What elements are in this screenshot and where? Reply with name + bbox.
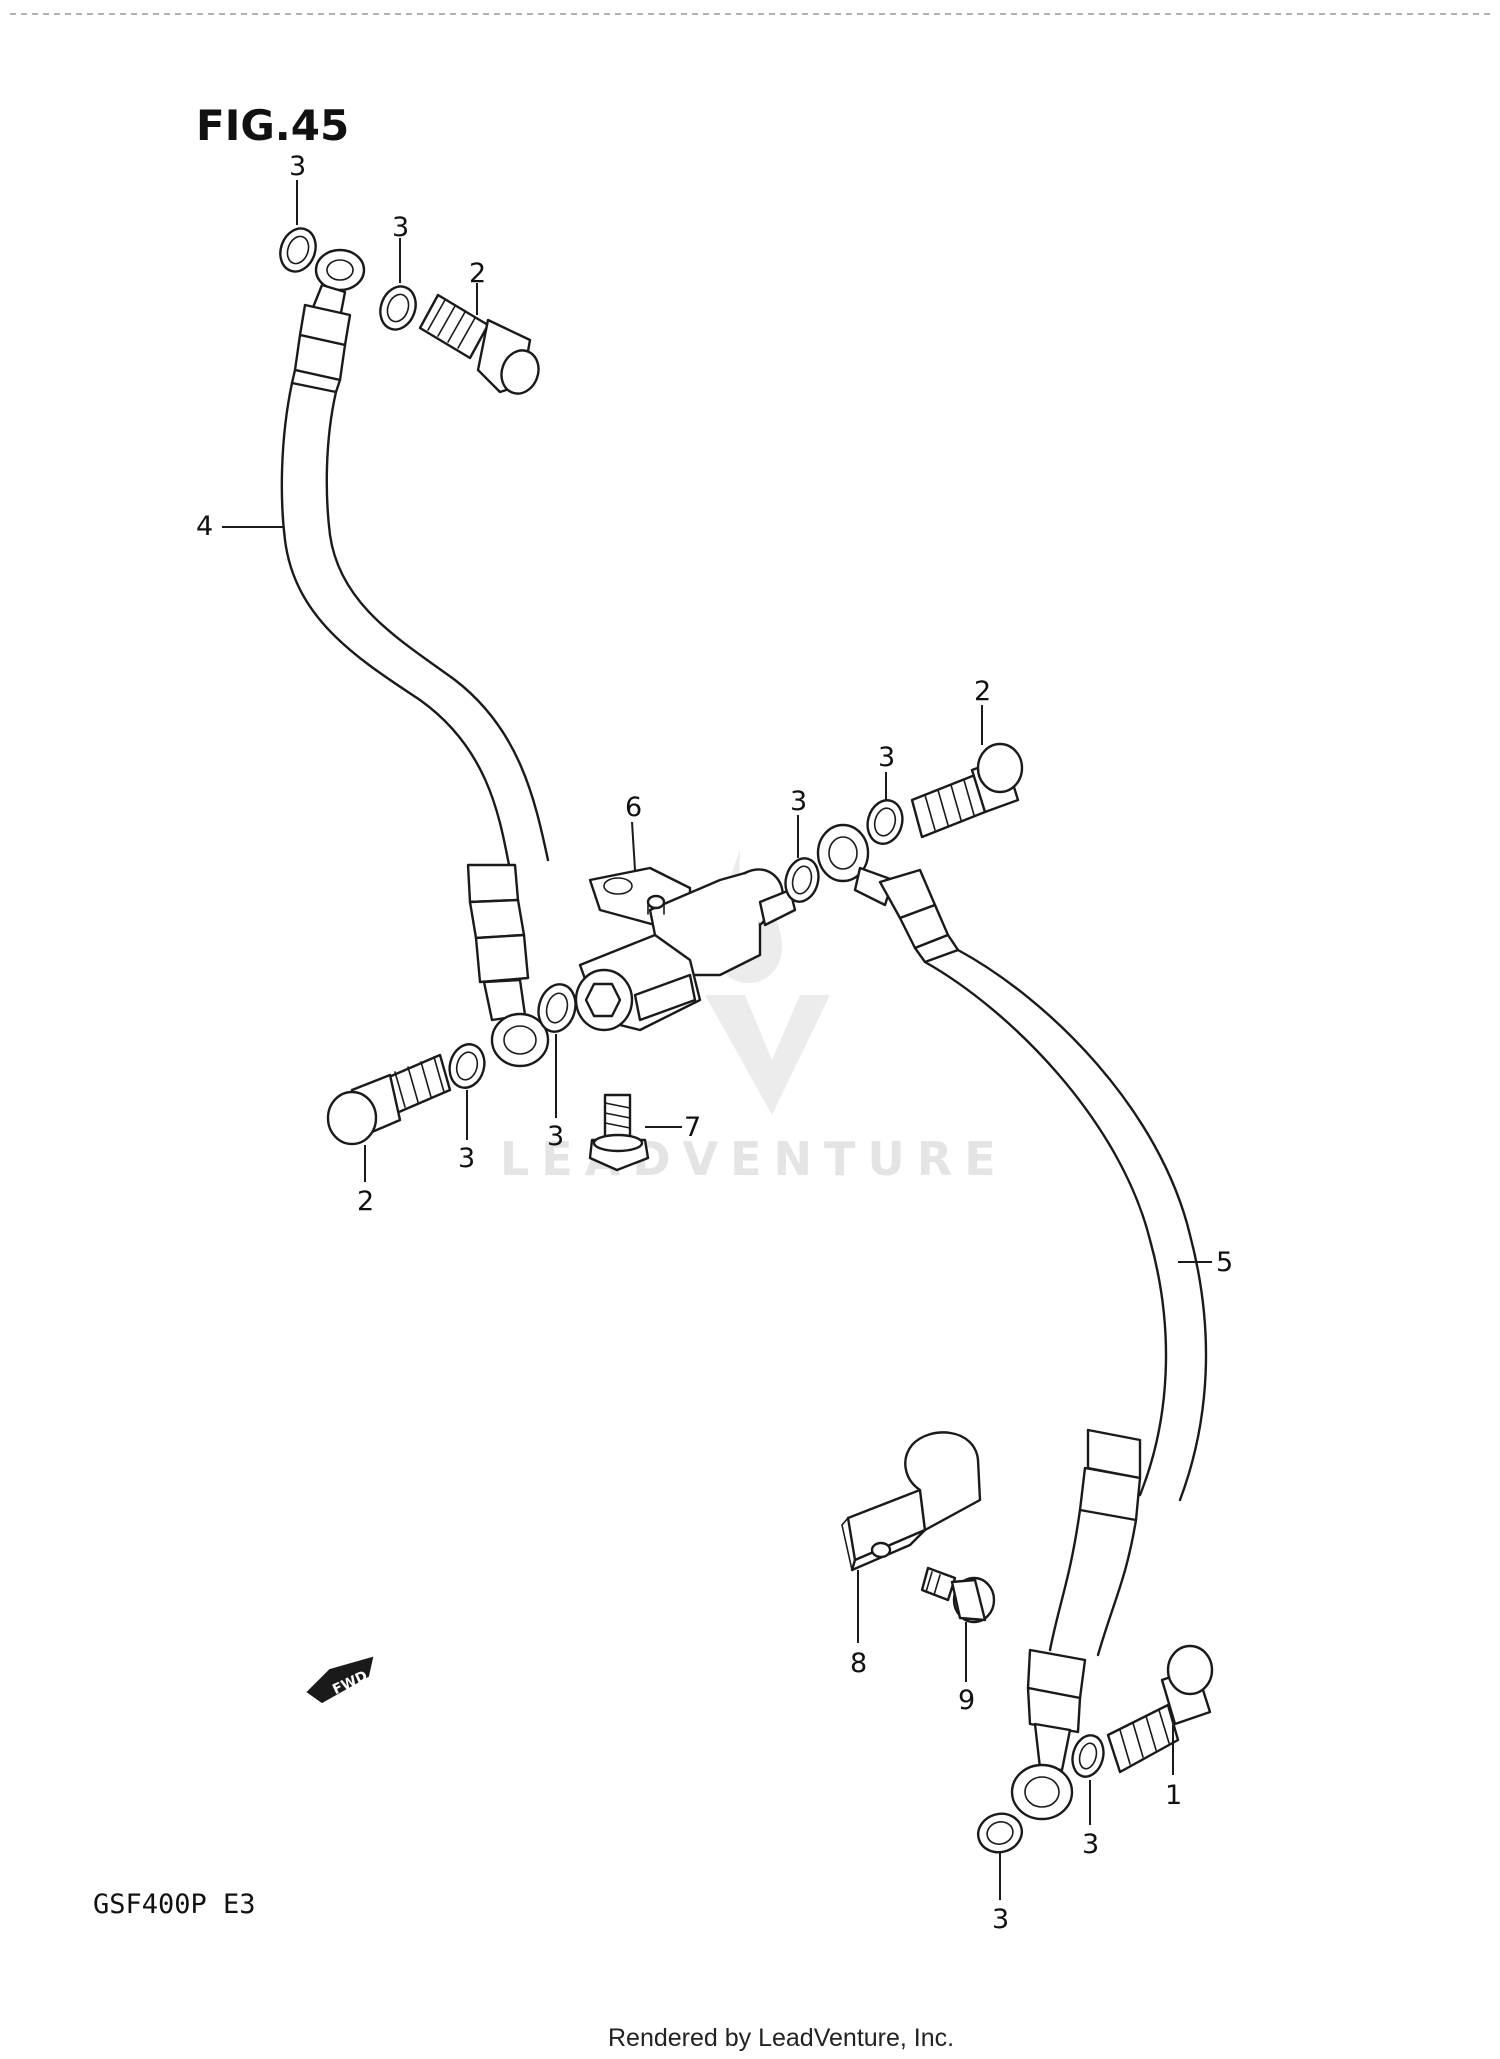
callout-4-hose: 4 [196,511,213,542]
hose-clamp-8 [841,1431,982,1572]
callout-2-bolt-left: 2 [357,1186,374,1217]
callout-2-bolt-top: 2 [469,258,486,289]
leader-lines [222,180,1212,1900]
crush-washer-top-mid [379,285,417,331]
callout-3-washer-top-mid: 3 [392,212,409,243]
crush-washer-upper-right [866,799,904,845]
render-credit: Rendered by LeadVenture, Inc. [608,2024,954,2052]
callout-8-clamp: 8 [850,1648,867,1679]
banjo-bolt-upper-right [910,742,1024,839]
callout-5-hose: 5 [1216,1247,1233,1278]
crush-washer-joint-right [784,857,820,903]
callout-3-washer-bottom: 3 [992,1904,1009,1935]
joint-bolt-7 [588,1093,650,1172]
callout-3-washer-upper-right: 3 [878,742,895,773]
banjo-bolt-left [326,1053,452,1146]
crush-washer-left [448,1043,486,1089]
callout-6-joint: 6 [625,792,642,823]
callout-7-bolt: 7 [684,1112,701,1143]
banjo-bolt-top [418,293,540,395]
crush-washer-bottom [976,1812,1024,1854]
callout-1-bolt: 1 [1165,1780,1182,1811]
brake-hose-5 [816,823,1208,1821]
forward-direction-arrow: FWD [306,1656,374,1704]
brake-hose-joint-6 [574,866,797,1032]
figure-title: FIG.45 [196,101,349,150]
watermark-text: LEADVENTURE [500,1132,1008,1186]
callout-9-bolt: 9 [958,1685,975,1716]
model-code: GSF400P E3 [93,1889,256,1920]
crush-washer-joint-left [537,983,577,1033]
banjo-bolt-1 [1106,1644,1214,1774]
callout-3-washer-bottom-right: 3 [1082,1829,1099,1860]
callout-3-washer-top-left: 3 [289,151,306,182]
crush-washer-bottom-right [1071,1734,1105,1778]
brake-hose-4 [280,248,550,1068]
callout-3-washer-joint-left: 3 [547,1121,564,1152]
clamp-bolt-9 [920,1566,996,1624]
callout-3-washer-joint-right: 3 [790,786,807,817]
crush-washer-top-left [279,227,317,273]
callout-3-washer-left: 3 [458,1143,475,1174]
callout-2-bolt-upper-right: 2 [974,676,991,707]
